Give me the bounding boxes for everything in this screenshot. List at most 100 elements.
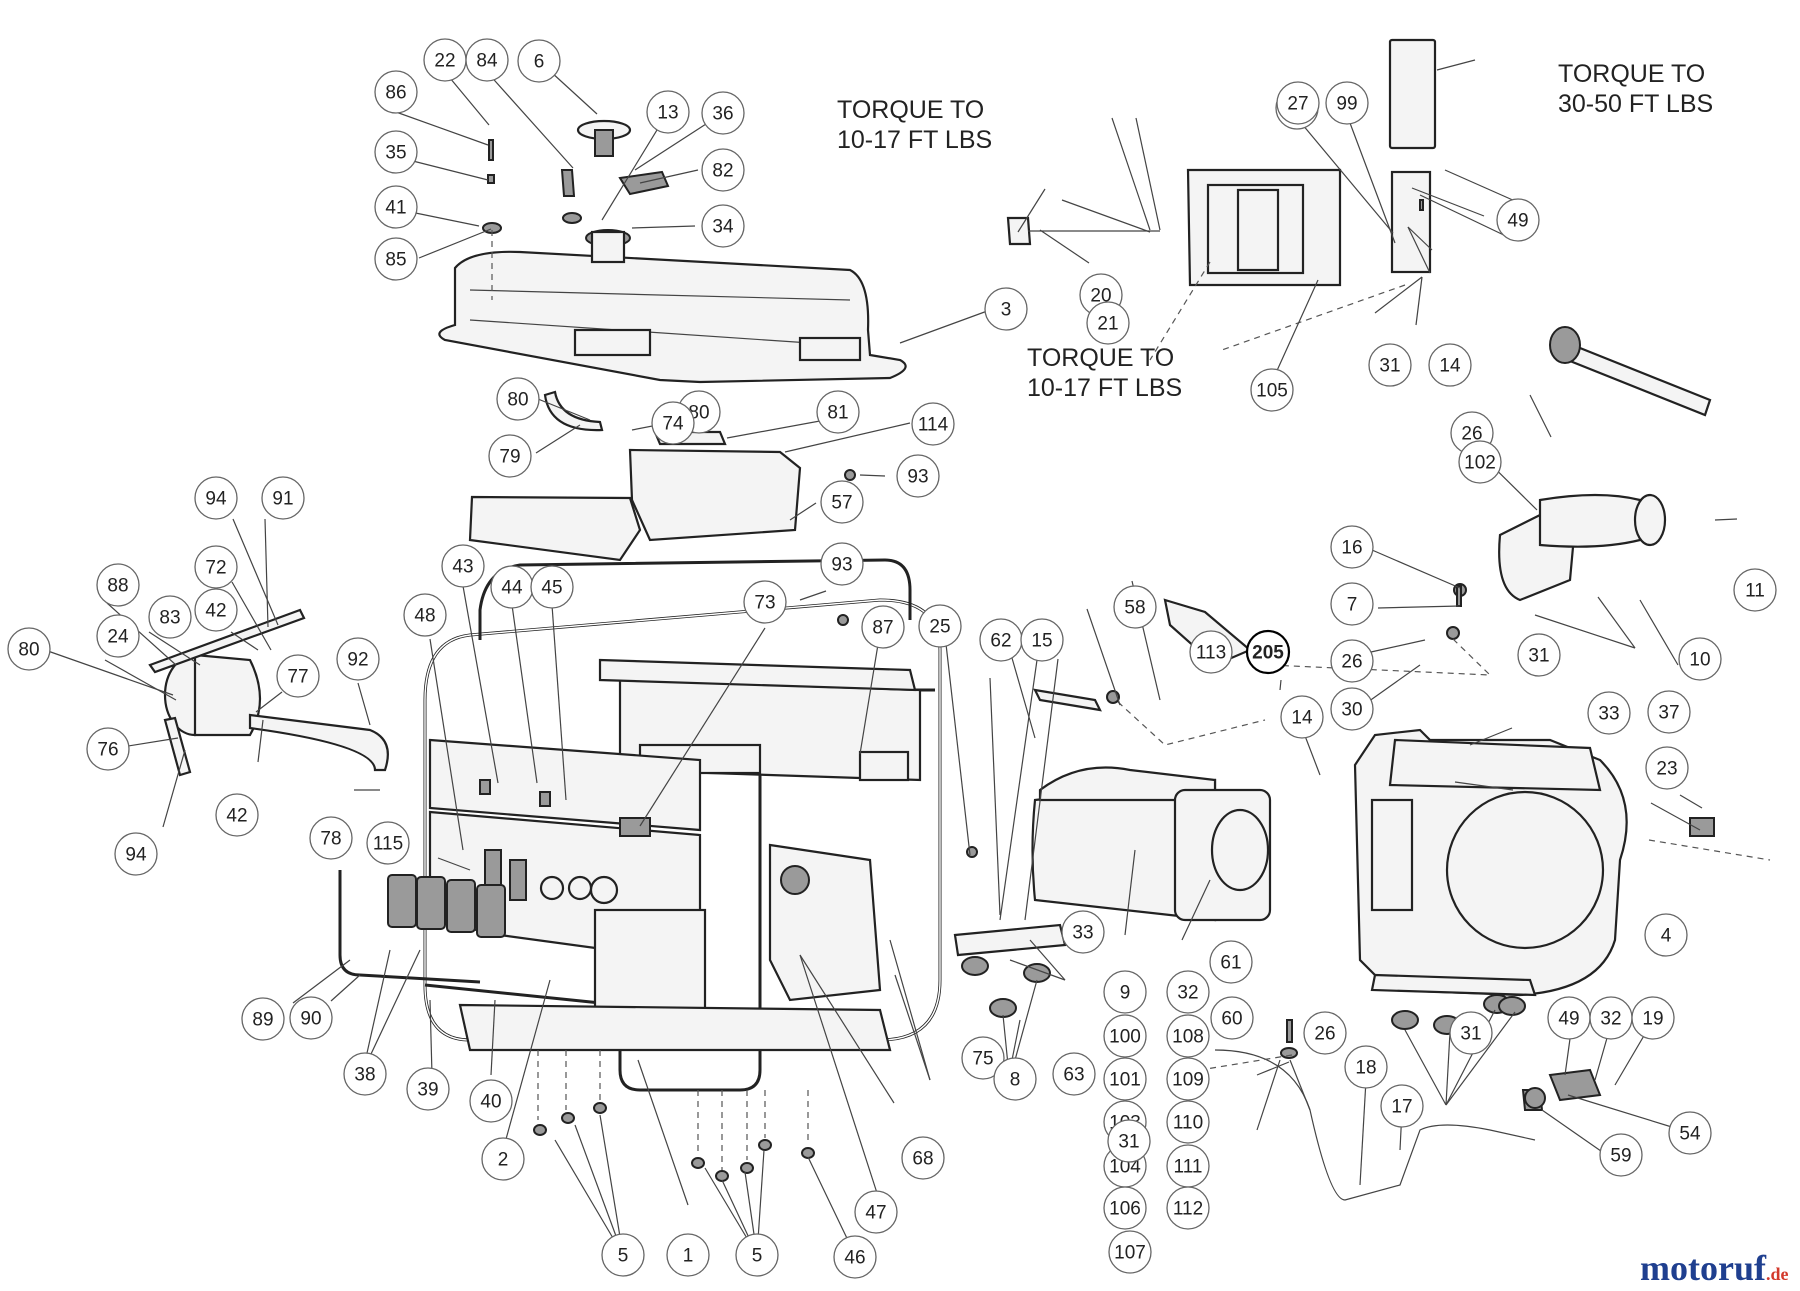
callout-circle <box>1325 81 1369 125</box>
callout-circle <box>833 1235 877 1279</box>
callout-label: 111 <box>1174 1157 1203 1178</box>
callout-86: 86 <box>374 70 418 114</box>
callout-circle <box>1108 1230 1152 1274</box>
callout-label: 77 <box>287 667 308 688</box>
callout-circle <box>114 832 158 876</box>
callout-79: 79 <box>488 434 532 478</box>
callout-label: 14 <box>1291 708 1313 729</box>
callout-circle <box>1668 1111 1712 1155</box>
callout-label: 39 <box>417 1080 438 1101</box>
callout-circle <box>96 614 140 658</box>
callout-circle <box>646 90 690 134</box>
callout-circle <box>1166 1014 1210 1058</box>
callout-102: 102 <box>1458 440 1502 484</box>
callout-label: 44 <box>501 578 523 599</box>
callout-label: 24 <box>107 627 129 648</box>
callout-label: 45 <box>541 578 562 599</box>
callout-16: 16 <box>1330 525 1374 569</box>
callout-circle <box>86 727 130 771</box>
callout-48: 48 <box>403 593 447 637</box>
callout-44: 44 <box>490 565 534 609</box>
callout-circle <box>896 454 940 498</box>
callout-circle <box>7 627 51 671</box>
callout-label: 68 <box>912 1149 933 1170</box>
callout-label: 100 <box>1109 1027 1141 1048</box>
callout-63: 63 <box>1052 1052 1096 1096</box>
callout-label: 89 <box>252 1010 273 1031</box>
callout-label: 38 <box>354 1065 375 1086</box>
callout-label: 112 <box>1173 1199 1203 1220</box>
callout-36: 36 <box>701 91 745 135</box>
callout-label: 5 <box>618 1246 629 1267</box>
callout-label: 85 <box>385 250 406 271</box>
callout-5: 5 <box>735 1233 779 1277</box>
callout-27: 27 <box>1276 81 1320 125</box>
callout-label: 80 <box>507 390 528 411</box>
callout-circle <box>1647 690 1691 734</box>
callout-circle <box>1280 695 1324 739</box>
callout-100: 100 <box>1103 1014 1147 1058</box>
callout-circle <box>488 434 532 478</box>
callout-37: 37 <box>1647 690 1691 734</box>
callout-label: 114 <box>918 415 949 436</box>
callout-label: 15 <box>1031 631 1052 652</box>
callout-circle <box>701 91 745 135</box>
callout-15: 15 <box>1020 618 1064 662</box>
callout-label: 54 <box>1679 1124 1701 1145</box>
callout-76: 76 <box>86 727 130 771</box>
callout-22: 22 <box>423 38 467 82</box>
callout-42: 42 <box>194 588 238 632</box>
callout-circle <box>735 1233 779 1277</box>
callout-label: 40 <box>480 1092 501 1113</box>
callout-circle <box>374 70 418 114</box>
callout-label: 4 <box>1661 926 1672 947</box>
callout-label: 106 <box>1109 1199 1141 1220</box>
callout-label: 86 <box>385 83 406 104</box>
callout-label: 26 <box>1341 652 1362 673</box>
callout-circle <box>261 476 305 520</box>
callout-circle <box>374 185 418 229</box>
callout-circle <box>993 1057 1037 1101</box>
callout-circle <box>651 401 695 445</box>
callout-label: 91 <box>272 489 293 510</box>
callout-circle <box>1103 970 1147 1014</box>
callout-label: 13 <box>657 103 678 124</box>
callout-label: 59 <box>1610 1146 1631 1167</box>
callout-circle <box>984 287 1028 331</box>
callout-label: 60 <box>1221 1009 1242 1030</box>
callout-circle <box>1250 368 1294 412</box>
callout-78: 78 <box>309 816 353 860</box>
callout-7: 7 <box>1330 582 1374 626</box>
callout-label: 21 <box>1097 314 1118 335</box>
callout-label: 105 <box>1256 381 1288 402</box>
callout-circle <box>1380 1084 1424 1128</box>
vibration-mounts <box>961 956 1526 1035</box>
callout-circle <box>701 204 745 248</box>
callout-88: 88 <box>96 563 140 607</box>
callout-circle <box>194 588 238 632</box>
engine-flywheel <box>1445 790 1605 950</box>
callout-19: 19 <box>1631 996 1675 1040</box>
callout-109: 109 <box>1166 1057 1210 1101</box>
callout-label: 33 <box>1598 704 1619 725</box>
callout-circle <box>343 1052 387 1096</box>
callout-93: 93 <box>896 454 940 498</box>
callout-108: 108 <box>1166 1014 1210 1058</box>
callout-label: 26 <box>1314 1024 1335 1045</box>
callout-circle <box>816 390 860 434</box>
callout-94: 94 <box>194 476 238 520</box>
callout-33: 33 <box>1587 691 1631 735</box>
callout-circle <box>743 580 787 624</box>
callout-99: 99 <box>1325 81 1369 125</box>
torque-note-3-line1: TORQUE TO <box>1027 344 1174 372</box>
torque-note-3: TORQUE TO 10-17 FT LBS <box>1027 344 1182 402</box>
callout-circle <box>194 545 238 589</box>
torque-note-1-line1: TORQUE TO <box>837 96 984 124</box>
callout-label: 31 <box>1118 1132 1139 1153</box>
callout-83: 83 <box>148 595 192 639</box>
heat-shield-lower <box>468 495 642 562</box>
callout-label: 14 <box>1439 356 1461 377</box>
callout-circle <box>481 1137 525 1181</box>
callout-label: 42 <box>205 601 226 622</box>
